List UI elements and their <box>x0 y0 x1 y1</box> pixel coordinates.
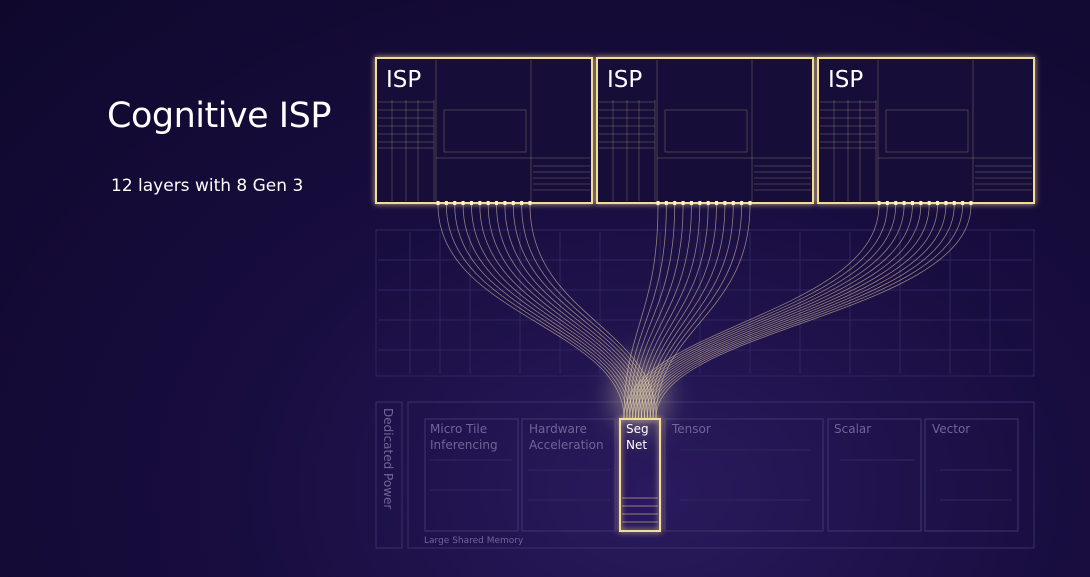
isp-pin <box>503 201 507 205</box>
hardware-accel-label-1: Hardware <box>529 422 587 436</box>
hardware-accel-label-2: Acceleration <box>529 438 604 452</box>
isp-pin <box>673 201 677 205</box>
isp-pin <box>715 201 719 205</box>
routing-lines <box>437 204 972 419</box>
isp-pin <box>952 201 956 205</box>
isp-pin <box>453 201 457 205</box>
isp-pin <box>969 201 973 205</box>
npu-block-scalar: Scalar <box>827 418 922 532</box>
isp-pin <box>664 201 668 205</box>
page-title: Cognitive ISP <box>107 96 331 136</box>
isp-pin <box>689 201 693 205</box>
shared-memory-label: Large Shared Memory <box>424 536 524 546</box>
npu-outer-box <box>407 401 1035 549</box>
micro-tile-label-2: Inferencing <box>430 438 498 452</box>
isp-pin <box>681 201 685 205</box>
segnet-label-2: Net <box>626 438 647 452</box>
middle-layer-grid <box>375 229 1035 377</box>
isp-pin <box>885 201 889 205</box>
isp-pin <box>511 201 515 205</box>
isp-pin <box>919 201 923 205</box>
isp-pin <box>461 201 465 205</box>
isp-pin <box>478 201 482 205</box>
npu-block-tensor: Tensor <box>664 418 824 532</box>
micro-tile-label-1: Micro Tile <box>430 422 487 436</box>
isp-pin <box>698 201 702 205</box>
npu-block-micro-tile: Micro Tile Inferencing <box>424 418 519 532</box>
isp-block-1: ISP <box>375 57 593 205</box>
isp-pin <box>469 201 473 205</box>
dedicated-power-box <box>375 401 403 549</box>
isp-pin <box>436 201 440 205</box>
tensor-label: Tensor <box>671 422 711 436</box>
isp-pin <box>961 201 965 205</box>
isp-pin <box>495 201 499 205</box>
isp-pin <box>486 201 490 205</box>
npu-region: Dedicated Power Micro Tile Inferencing H… <box>375 401 1035 549</box>
isp-pin <box>706 201 710 205</box>
isp-label-1: ISP <box>386 67 421 93</box>
isp-pin <box>723 201 727 205</box>
isp-block-3: ISP <box>817 57 1035 205</box>
isp-pin <box>944 201 948 205</box>
npu-block-segnet: Seg Net <box>619 418 661 532</box>
isp-pin <box>731 201 735 205</box>
isp-pin <box>927 201 931 205</box>
vector-label: Vector <box>932 422 970 436</box>
isp-label-2: ISP <box>607 67 642 93</box>
segnet-label-1: Seg <box>626 422 649 436</box>
isp-block-2: ISP <box>596 57 814 205</box>
isp-pin <box>936 201 940 205</box>
npu-block-vector: Vector <box>924 418 1019 532</box>
isp-pin <box>877 201 881 205</box>
isp-pin <box>444 201 448 205</box>
dedicated-power-label: Dedicated Power <box>381 408 395 509</box>
isp-pin <box>520 201 524 205</box>
isp-label-3: ISP <box>828 67 863 93</box>
isp-pin <box>894 201 898 205</box>
isp-pin <box>740 201 744 205</box>
isp-pin <box>902 201 906 205</box>
isp-pin <box>656 201 660 205</box>
isp-pin <box>910 201 914 205</box>
scalar-label: Scalar <box>834 422 871 436</box>
npu-block-hardware-acceleration: Hardware Acceleration <box>521 418 616 532</box>
isp-pin <box>748 201 752 205</box>
page-subtitle: 12 layers with 8 Gen 3 <box>111 176 304 196</box>
isp-pin <box>528 201 532 205</box>
